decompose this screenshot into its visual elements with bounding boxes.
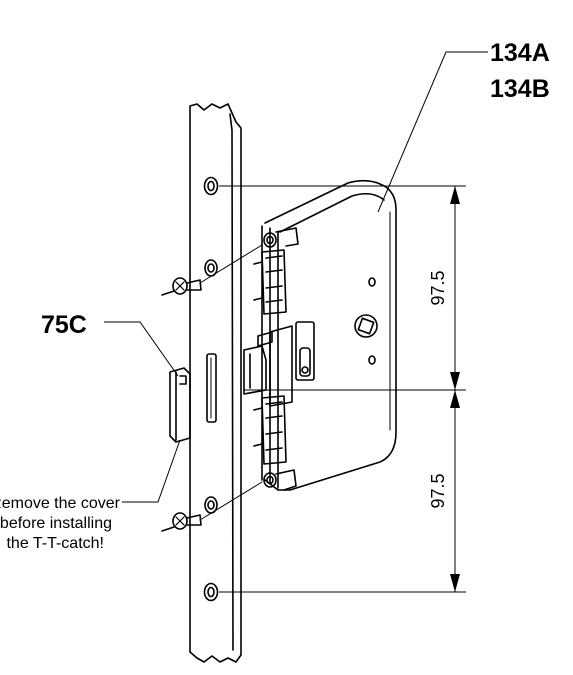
dim-label-lower: 97.5 — [428, 473, 448, 508]
faceplate-hole-top — [203, 176, 219, 196]
label-134a: 134A — [490, 39, 550, 67]
latch-follower — [295, 321, 315, 381]
case-hole-upper — [368, 277, 376, 287]
lower-bolt-mechanism — [253, 395, 287, 465]
leader-75c — [104, 321, 179, 377]
arrow-mid-up — [450, 372, 460, 390]
screw-upper — [161, 277, 202, 296]
arrow-bottom — [450, 574, 460, 592]
upper-bolt-mechanism — [253, 249, 287, 315]
case-hole-lower — [368, 355, 376, 365]
case-mount-bottom — [263, 469, 297, 491]
lock-case-inner-edge — [279, 192, 385, 233]
leader-134 — [377, 51, 488, 213]
label-75c: 75C — [41, 311, 87, 339]
faceplate — [189, 103, 242, 663]
label-134b: 134B — [490, 75, 550, 103]
arrow-mid-down — [450, 390, 460, 408]
note-line-3: the T-T-catch! — [6, 535, 104, 552]
case-mount-top — [263, 227, 299, 248]
cover-part-75c — [169, 367, 191, 443]
note-line-2: before installing — [0, 515, 112, 532]
latch-bolt — [243, 345, 267, 395]
faceplate-hole-bottom — [203, 582, 219, 602]
note-line-1: Remove the cover — [0, 495, 121, 512]
faceplate-edge — [229, 113, 234, 651]
arrow-top — [450, 186, 460, 204]
faceplate-slot — [206, 353, 217, 423]
spindle-hub — [354, 314, 378, 338]
lock-case-body — [264, 179, 397, 491]
leader-note — [122, 439, 181, 503]
dim-label-upper: 97.5 — [428, 270, 448, 305]
screw-lower — [161, 512, 202, 532]
